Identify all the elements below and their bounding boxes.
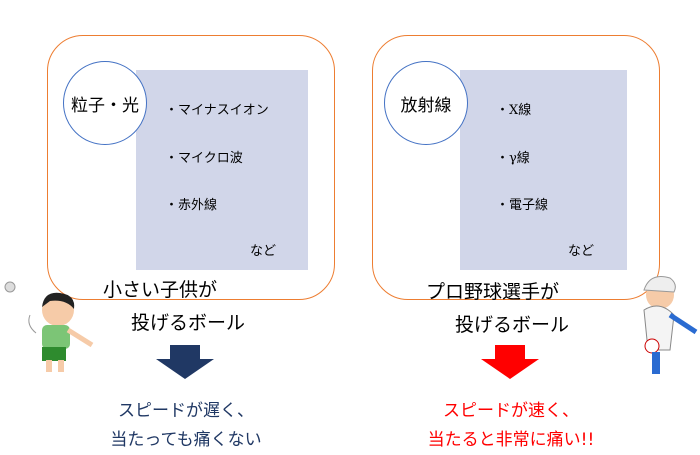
etc-label: など (568, 244, 595, 259)
left-result-2: 当たっても痛くない (110, 430, 262, 450)
right-caption-1: プロ野球選手が (426, 281, 560, 303)
left-result: スピードが遅く、当たっても痛くない (56, 397, 316, 455)
right-result: スピードが速く、当たると非常に痛い!! (381, 397, 641, 455)
left-frame (47, 35, 335, 300)
list-item: ・マイクロ波 (165, 151, 243, 166)
right-frame (372, 35, 660, 300)
pitcher-illustration (643, 276, 698, 374)
etc-label: など (250, 244, 277, 259)
down-arrow-icon (156, 345, 214, 379)
left-caption-2: 投げるボール (131, 312, 246, 334)
right-caption-2: 投げるボール (455, 314, 570, 336)
left-caption-1: 小さい子供が (103, 279, 218, 301)
left-category-circle: 粒子・光 (63, 61, 147, 145)
list-item: ・X線 (496, 103, 532, 118)
right-category-label: 放射線 (400, 95, 452, 116)
list-item: ・γ線 (496, 151, 530, 166)
left-category-label: 粒子・光 (71, 95, 139, 116)
left-panel (136, 70, 308, 270)
right-category-circle: 放射線 (384, 61, 468, 145)
right-result-2: 当たると非常に痛い!! (427, 430, 595, 450)
down-arrow-icon (481, 345, 539, 379)
child-throwing-illustration (4, 281, 94, 372)
list-item: ・マイナスイオン (165, 103, 269, 118)
list-item: ・電子線 (496, 198, 549, 213)
right-panel (460, 70, 627, 270)
right-result-1: スピードが速く、 (443, 401, 579, 421)
left-result-1: スピードが遅く、 (118, 401, 254, 421)
list-item: ・赤外線 (165, 198, 218, 213)
